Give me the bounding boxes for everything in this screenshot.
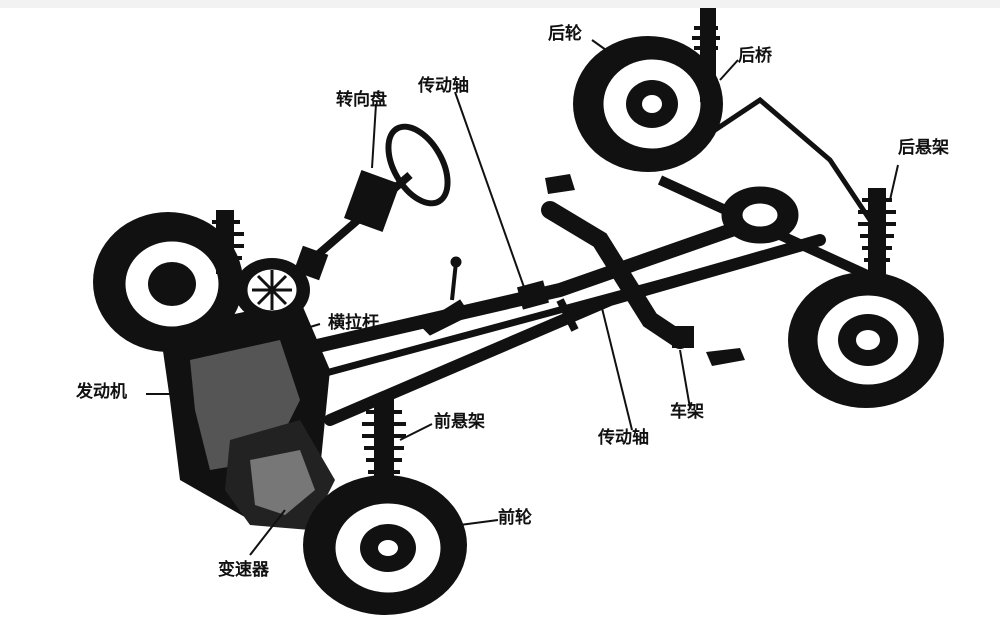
- front-wheel-right: [303, 475, 467, 615]
- label-tie-rod: 横拉杆: [328, 313, 379, 333]
- label-rear-wheel: 后轮: [548, 24, 582, 44]
- rear-spring-top: [692, 8, 720, 102]
- rear-wheel-bottom: [788, 272, 944, 408]
- label-frame: 车架: [670, 402, 704, 422]
- transmission-case: [225, 420, 335, 530]
- top-band: [0, 0, 1000, 8]
- label-rear-axle: 后桥: [738, 46, 772, 66]
- front-spring-left: [208, 210, 244, 274]
- label-front-suspension: 前悬架: [434, 412, 485, 432]
- rear-spring-right: [858, 188, 896, 282]
- label-drive-shaft-top: 传动轴: [418, 76, 469, 96]
- label-rear-suspension: 后悬架: [898, 138, 949, 158]
- label-transmission: 变速器: [218, 560, 269, 580]
- leader-lines: [146, 39, 899, 556]
- rear-axle: [657, 96, 903, 295]
- steering-assembly: [293, 123, 451, 281]
- gear-shifter: [419, 256, 471, 336]
- label-engine: 发动机: [76, 382, 127, 402]
- frame-brackets: [545, 174, 745, 366]
- label-drive-shaft-bottom: 传动轴: [598, 428, 649, 448]
- label-front-wheel: 前轮: [498, 508, 532, 528]
- rear-wheel-top: [573, 36, 723, 172]
- front-spring-right: [362, 398, 406, 492]
- label-steering-wheel: 转向盘: [336, 90, 387, 110]
